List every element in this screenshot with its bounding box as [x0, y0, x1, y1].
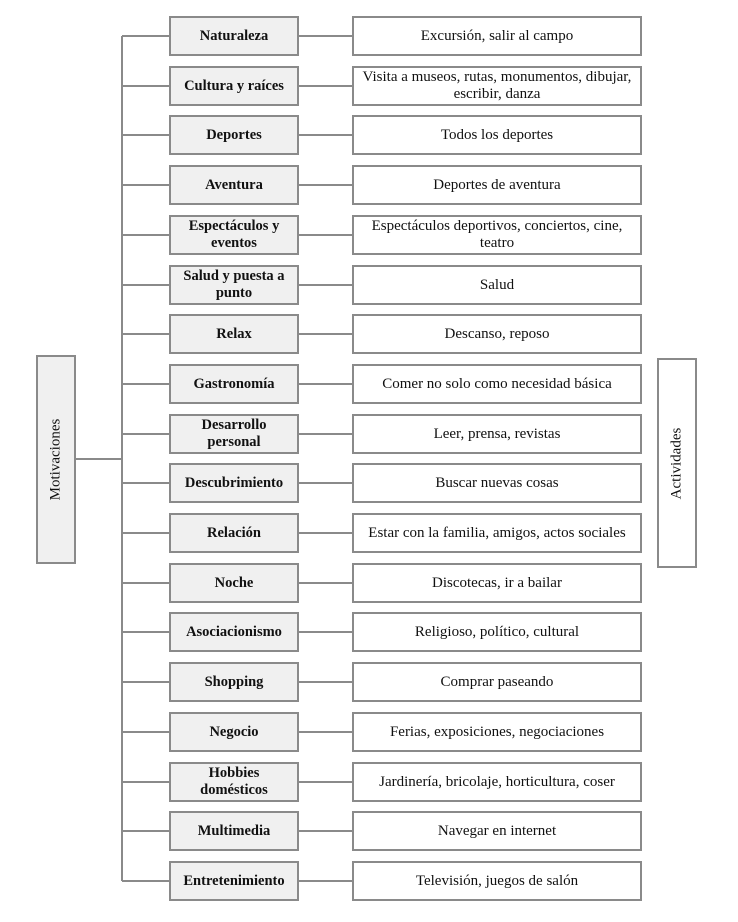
- activity-node: Espectáculos deportivos, conciertos, cin…: [352, 215, 642, 255]
- motivation-node: Gastronomía: [169, 364, 299, 404]
- activity-node: Comer no solo como necesidad básica: [352, 364, 642, 404]
- motivation-node: Relax: [169, 314, 299, 354]
- side-node-label: Actividades: [668, 427, 685, 499]
- root-node-motivaciones: Motivaciones: [36, 355, 76, 564]
- motivation-node: Naturaleza: [169, 16, 299, 56]
- motivation-node: Multimedia: [169, 811, 299, 851]
- activity-node: Leer, prensa, revistas: [352, 414, 642, 454]
- motivation-node: Noche: [169, 563, 299, 603]
- activity-node: Descanso, reposo: [352, 314, 642, 354]
- motivation-node: Shopping: [169, 662, 299, 702]
- motivation-node: Espectáculos y eventos: [169, 215, 299, 255]
- activity-node: Todos los deportes: [352, 115, 642, 155]
- activity-node: Estar con la familia, amigos, actos soci…: [352, 513, 642, 553]
- activity-node: Navegar en internet: [352, 811, 642, 851]
- motivation-node: Hobbies domésticos: [169, 762, 299, 802]
- root-node-label: Motivaciones: [47, 418, 64, 501]
- motivation-node: Desarrollo personal: [169, 414, 299, 454]
- motivation-node: Salud y puesta a punto: [169, 265, 299, 305]
- activity-node: Ferias, exposiciones, negociaciones: [352, 712, 642, 752]
- side-node-actividades: Actividades: [657, 358, 697, 568]
- activity-node: Salud: [352, 265, 642, 305]
- motivation-node: Aventura: [169, 165, 299, 205]
- activity-node: Excursión, salir al campo: [352, 16, 642, 56]
- motivation-node: Cultura y raíces: [169, 66, 299, 106]
- activity-node: Deportes de aventura: [352, 165, 642, 205]
- motivation-node: Deportes: [169, 115, 299, 155]
- activity-node: Comprar paseando: [352, 662, 642, 702]
- activity-node: Jardinería, bricolaje, horticultura, cos…: [352, 762, 642, 802]
- motivation-node: Entretenimiento: [169, 861, 299, 901]
- motivation-node: Descubrimiento: [169, 463, 299, 503]
- motivation-node: Negocio: [169, 712, 299, 752]
- activity-node: Buscar nuevas cosas: [352, 463, 642, 503]
- activity-node: Discotecas, ir a bailar: [352, 563, 642, 603]
- motivation-node: Asociacionismo: [169, 612, 299, 652]
- activity-node: Televisión, juegos de salón: [352, 861, 642, 901]
- activity-node: Religioso, político, cultural: [352, 612, 642, 652]
- activity-node: Visita a museos, rutas, monumentos, dibu…: [352, 66, 642, 106]
- motivation-node: Relación: [169, 513, 299, 553]
